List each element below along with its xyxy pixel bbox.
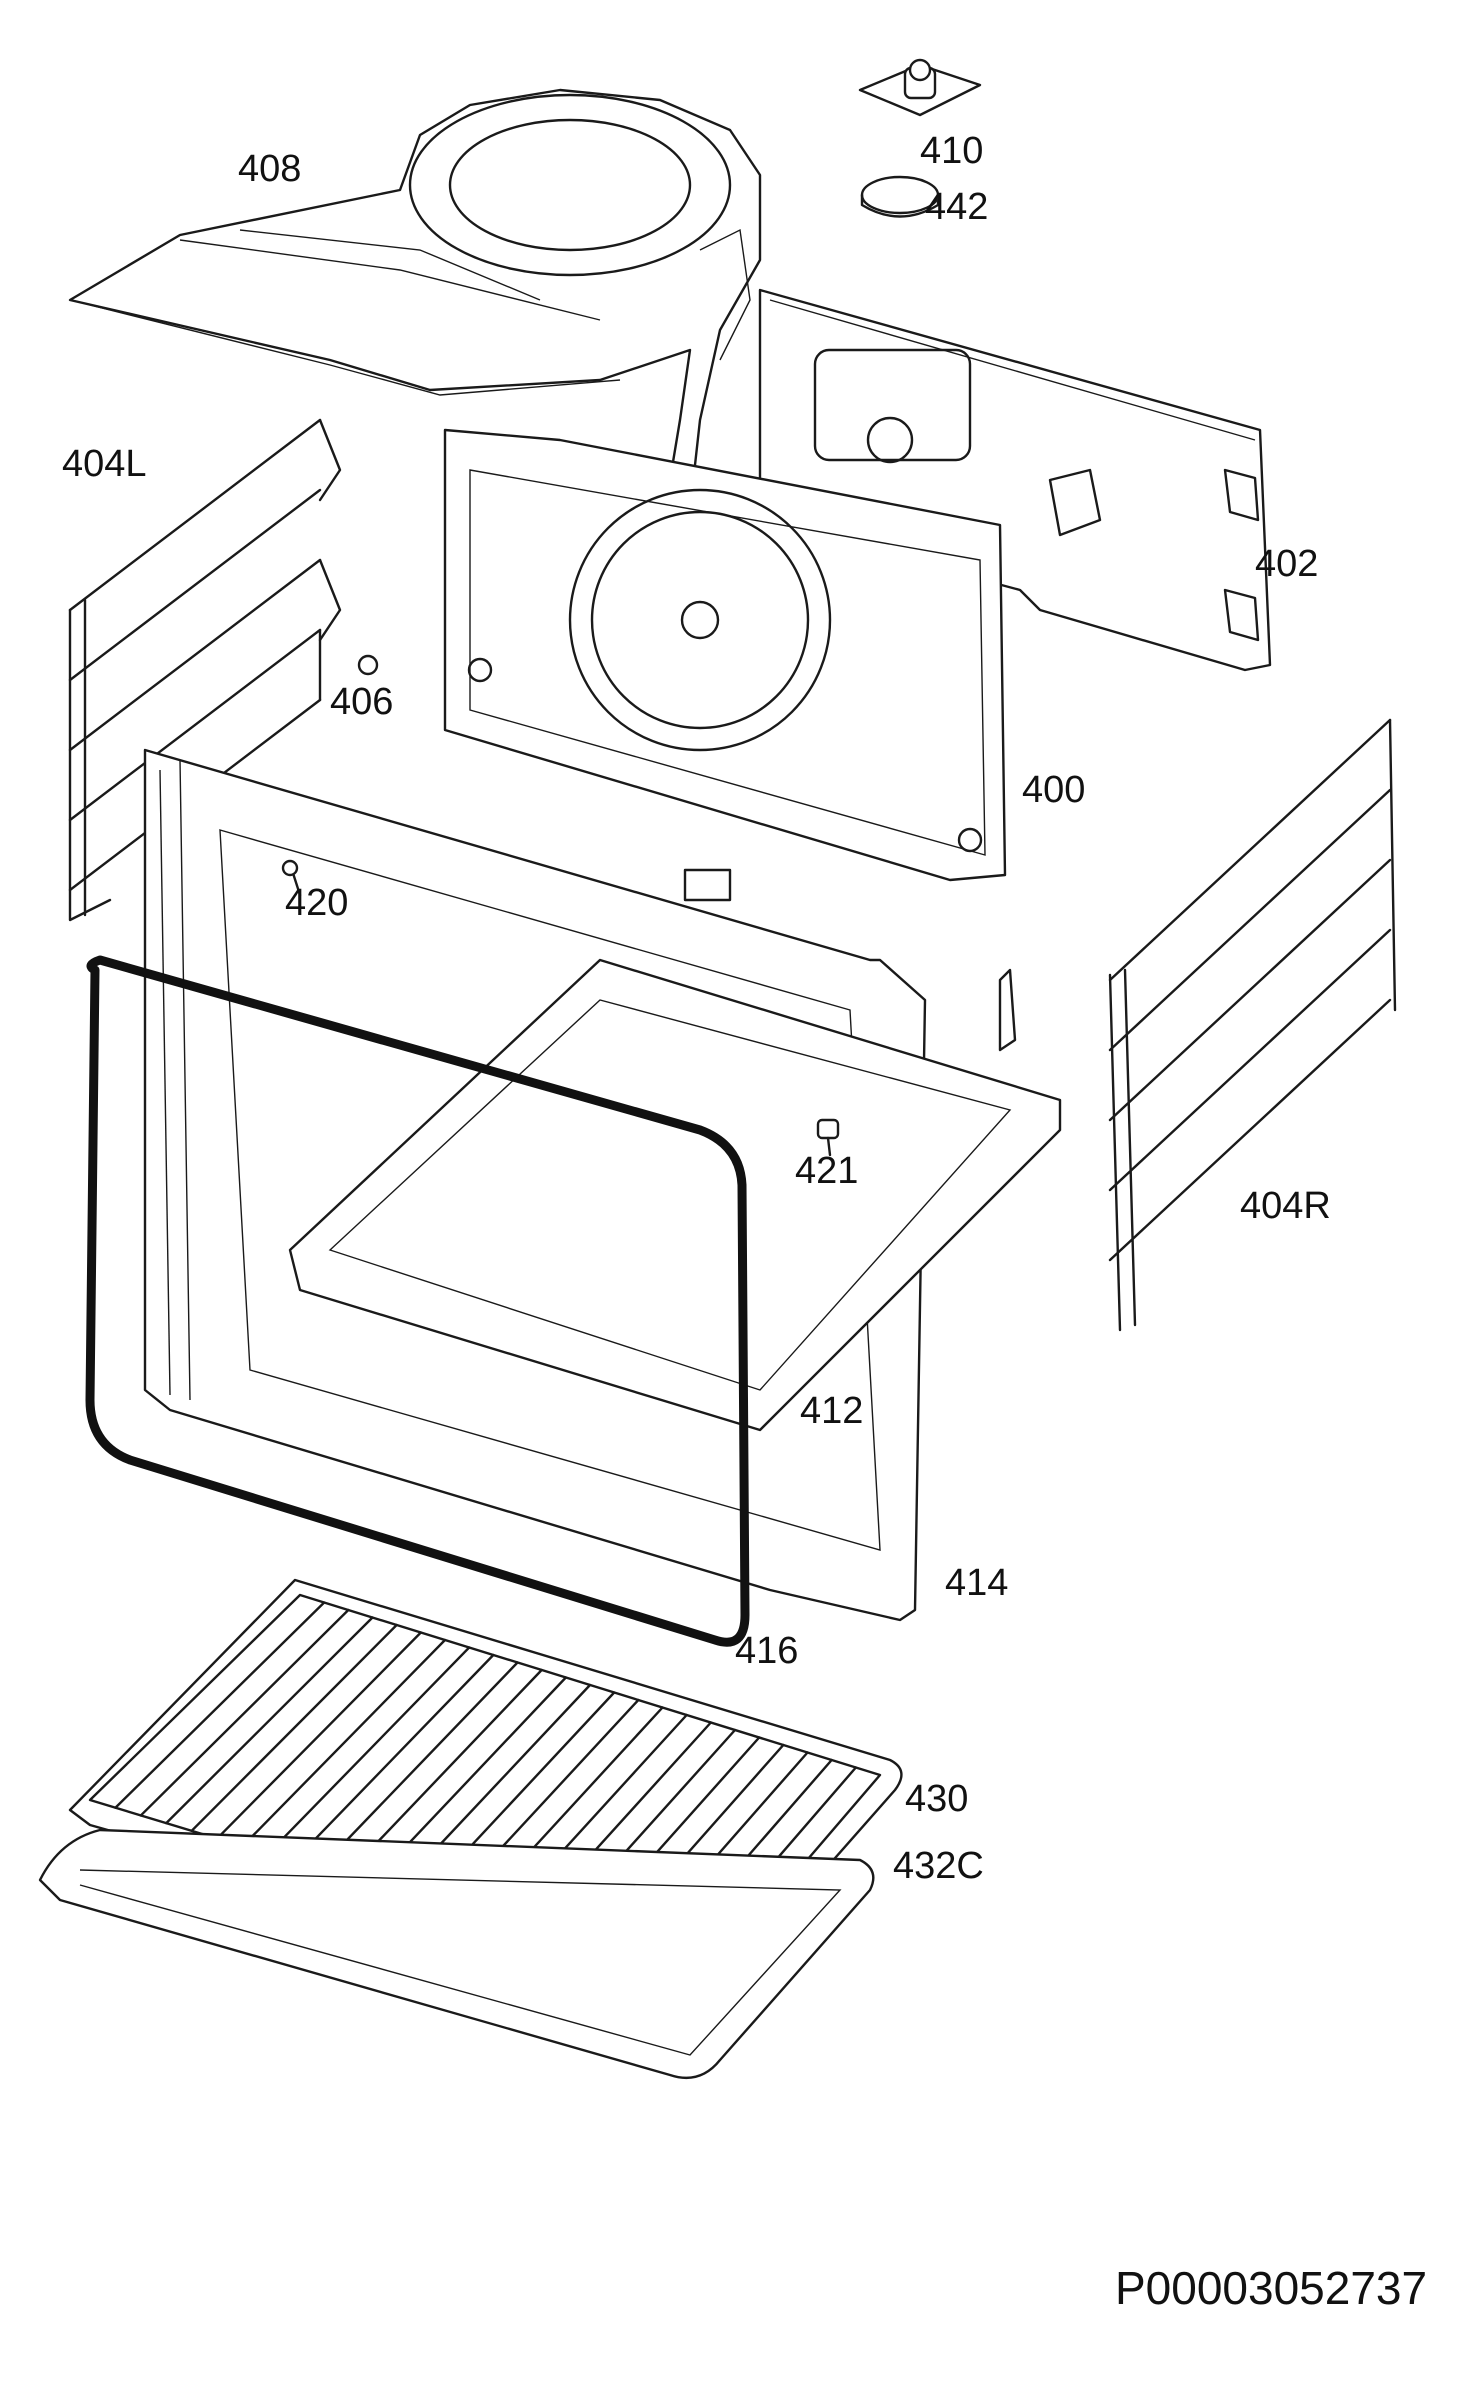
part-432C-baking-tray bbox=[38, 1828, 875, 2080]
label-406: 406 bbox=[330, 681, 394, 723]
label-442: 442 bbox=[925, 186, 989, 228]
part-400-fan-panel bbox=[443, 428, 1007, 882]
label-410: 410 bbox=[920, 130, 984, 172]
part-410-motor-mount bbox=[858, 58, 982, 117]
label-404R: 404R bbox=[1240, 1185, 1331, 1227]
label-414: 414 bbox=[945, 1562, 1009, 1604]
part-408-top-cover bbox=[68, 88, 762, 512]
part-420-screw bbox=[281, 859, 302, 897]
document-id: P00003052737 bbox=[1115, 2262, 1428, 2314]
grill-wire bbox=[190, 1623, 398, 1833]
label-402: 402 bbox=[1255, 543, 1319, 585]
grill-wire bbox=[114, 1601, 326, 1809]
label-416: 416 bbox=[735, 1630, 799, 1672]
grill-wire bbox=[139, 1608, 350, 1817]
part-404R-right-rack bbox=[1108, 718, 1397, 1332]
grill-wire bbox=[165, 1616, 374, 1825]
label-408: 408 bbox=[238, 148, 302, 190]
grill-wire bbox=[215, 1631, 423, 1840]
part-416-door-gasket bbox=[85, 955, 750, 1647]
label-420: 420 bbox=[285, 882, 349, 924]
part-406-clip bbox=[357, 654, 379, 676]
label-404L: 404L bbox=[62, 443, 147, 485]
grill-wire bbox=[317, 1661, 519, 1871]
label-400: 400 bbox=[1022, 769, 1086, 811]
grill-wire bbox=[241, 1638, 447, 1848]
part-442-seal-disc bbox=[860, 175, 940, 218]
grill-wire bbox=[266, 1646, 471, 1856]
label-421: 421 bbox=[795, 1150, 859, 1192]
grill-wire bbox=[292, 1653, 495, 1863]
label-432C: 432C bbox=[893, 1845, 984, 1887]
part-421-screw bbox=[816, 1118, 840, 1157]
part-412-inner-frame bbox=[288, 958, 1062, 1432]
label-430: 430 bbox=[905, 1778, 969, 1820]
label-412: 412 bbox=[800, 1390, 864, 1432]
part-404L-left-rack bbox=[68, 418, 342, 922]
part-402-rear-bracket bbox=[758, 288, 1272, 672]
